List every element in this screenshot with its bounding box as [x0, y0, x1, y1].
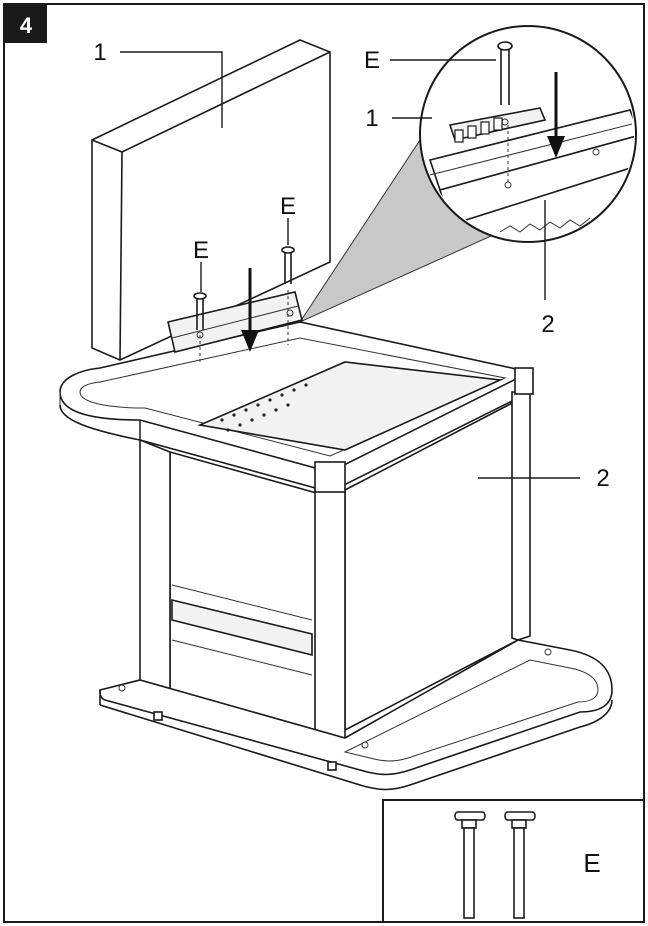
- cabinet-body-part-2: [139, 361, 534, 739]
- callout-screw-e-detail: E: [364, 47, 380, 74]
- diagram-frame: [3, 3, 645, 923]
- down-arrow-detail: [547, 72, 565, 158]
- part-e-screw-2: [504, 811, 536, 919]
- bottom-frame: [99, 639, 613, 791]
- step-number: 4: [20, 13, 33, 38]
- part-e-screw-1: [454, 811, 486, 919]
- detail-magnifier: [419, 25, 637, 243]
- screw-detail: [497, 41, 513, 105]
- screw-right: [281, 246, 295, 345]
- callout-screw-e-right: E: [280, 193, 296, 220]
- screw-left: [193, 292, 207, 365]
- callout-screw-e-left: E: [193, 237, 209, 264]
- leader-lines: [120, 51, 580, 479]
- callout-part1-detail: 1: [365, 105, 378, 132]
- step-badge: 4: [5, 5, 47, 43]
- callout-part1-main: 1: [93, 39, 106, 66]
- callout-part2-detail: 2: [541, 311, 554, 338]
- hinge-assembly: [167, 291, 303, 353]
- callout-part2-main: 2: [596, 465, 609, 492]
- down-arrow-main: [241, 268, 259, 352]
- parts-box-label: E: [583, 848, 600, 878]
- panel-part-1: [91, 39, 331, 361]
- parts-box: E: [382, 799, 645, 923]
